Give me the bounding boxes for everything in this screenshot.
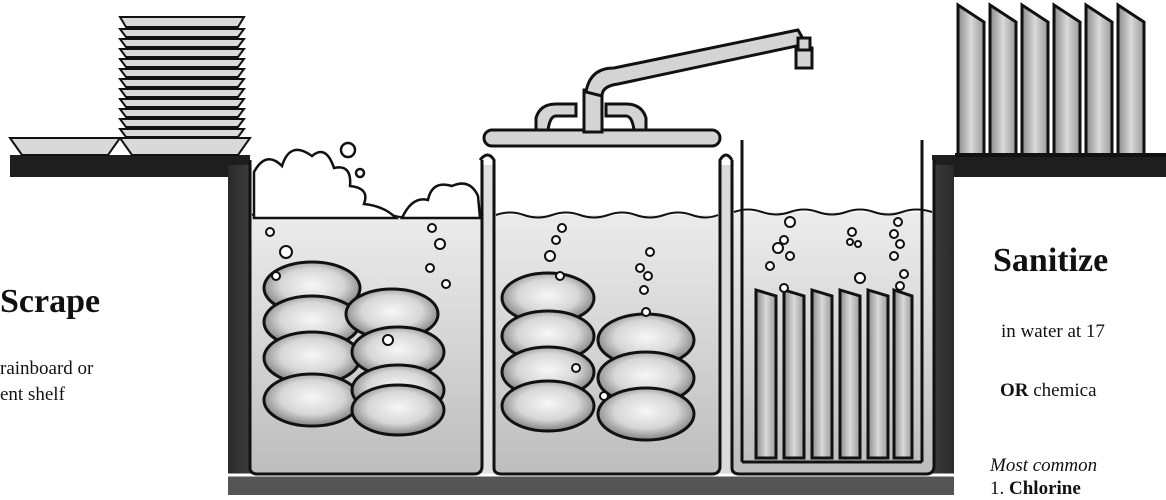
sanitize-instruction-line-2: OR chemica (1000, 380, 1097, 402)
list-number: 1. (990, 478, 1004, 499)
scrape-heading: Scrape (0, 283, 100, 321)
chlorine-term: Chlorine (1009, 478, 1081, 499)
scrape-instruction-line-1: rainboard or (0, 358, 93, 380)
faucet (484, 30, 812, 146)
sanitize-heading: Sanitize (993, 242, 1108, 280)
right-drainboard (932, 155, 1166, 177)
scrape-instruction-line-2: ent shelf (0, 384, 65, 406)
sanitize-instruction-line-1: in water at 17 (1001, 321, 1105, 343)
sanitize-or-keyword: OR (1000, 380, 1029, 401)
left-drainboard (10, 155, 250, 177)
sanitize-chemical-text: chemica (1029, 380, 1097, 401)
drying-rack (955, 5, 1166, 155)
sanitize-most-common-label: Most common (990, 455, 1097, 477)
plate-stack (10, 17, 250, 155)
sanitize-list-item-1: 1. Chlorine (990, 478, 1081, 500)
